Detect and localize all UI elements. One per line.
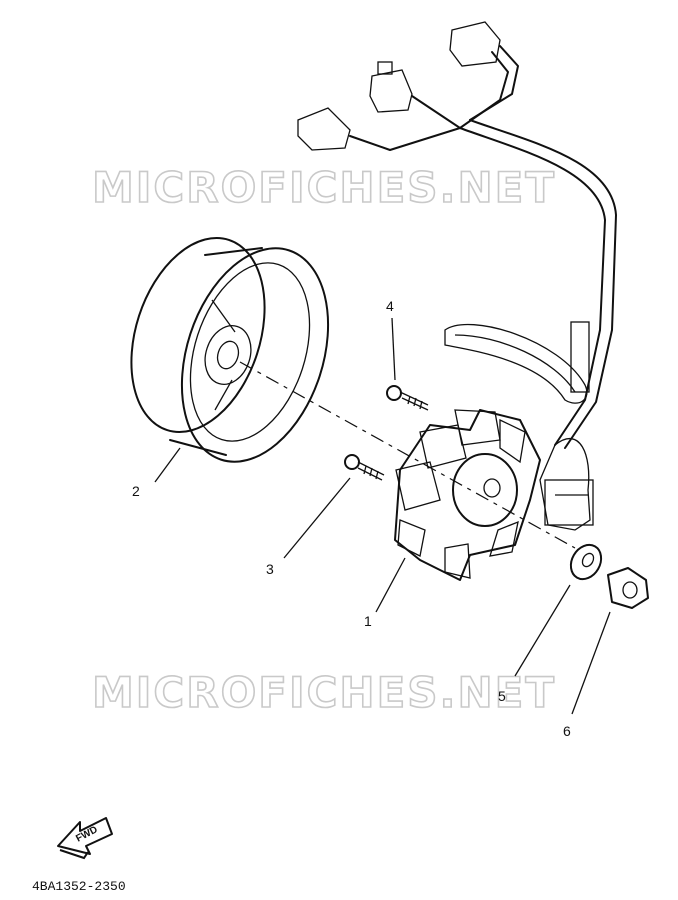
flywheel-rotor: [130, 236, 330, 463]
watermark-bottom: MICROFICHES.NET: [92, 668, 556, 717]
callout-2: 2: [132, 483, 140, 499]
part-code: 4BA1352-2350: [32, 879, 126, 894]
screw-3: [344, 454, 385, 481]
callout-5: 5: [498, 688, 506, 704]
stator-assembly: [394, 409, 541, 581]
fwd-arrow: FWD: [57, 817, 113, 860]
callout-6: 6: [563, 723, 571, 739]
callout-4: 4: [386, 298, 394, 314]
callout-1: 1: [364, 613, 372, 629]
screw-4: [386, 385, 429, 411]
callout-3: 3: [266, 561, 274, 577]
wiring-harness: [297, 21, 617, 531]
alignment-axis: [239, 361, 576, 549]
watermark-top: MICROFICHES.NET: [92, 163, 556, 212]
washer-5: [569, 543, 603, 581]
nut-6: [607, 567, 649, 609]
